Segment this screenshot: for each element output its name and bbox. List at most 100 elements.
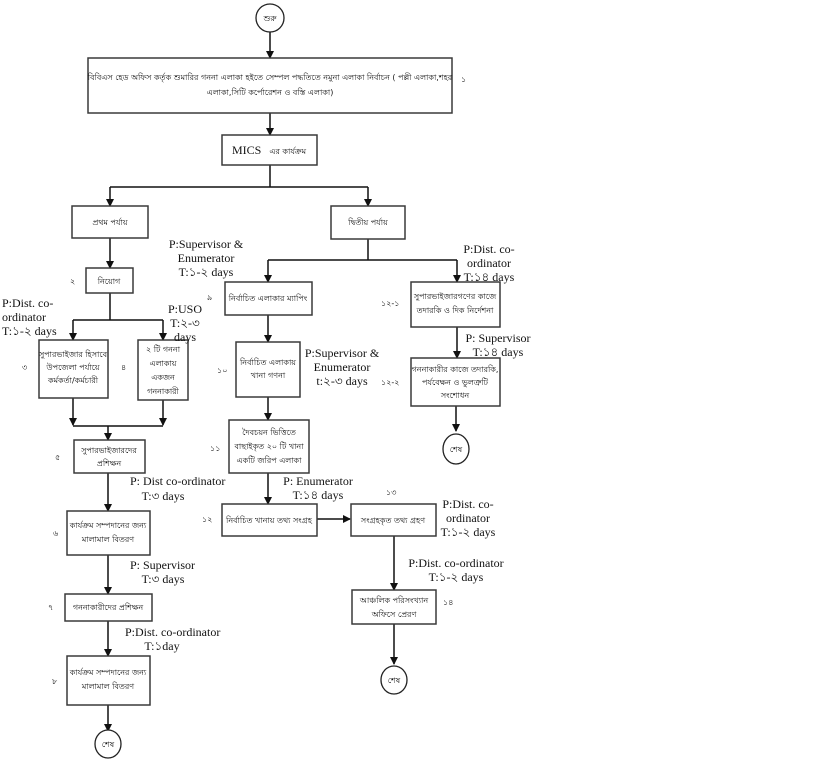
node-4-line-2: এলাকায়: [150, 359, 177, 368]
step-number-14: ১৪: [443, 598, 453, 607]
step-number-12: ১২: [202, 515, 212, 524]
mics-prefix: MICS: [232, 143, 261, 157]
node-data-receipt: সংগ্রহকৃত তথ্য গ্রহণ ১৩: [350, 488, 437, 537]
start-terminal: শুরু: [255, 3, 285, 33]
node-3-line-3: কর্মকর্তা/কর্মচারী: [47, 375, 99, 385]
node-enumerator-supervision: গননাকারীর কাজে তদারকি, পর্যবেক্ষন ও ভুলত…: [381, 357, 501, 407]
mics-suffix: এর কার্যক্রম: [269, 147, 306, 156]
note-line: P: Enumerator: [283, 474, 353, 488]
node-10-line-1: নির্বাচিত এলাকায়: [239, 358, 296, 367]
node-7-label: গননাকারীদের প্রশিক্ষন: [73, 602, 144, 612]
node-enumerator-per-area: ২ টি গননা এলাকায় একজন গননাকারী ৪: [121, 339, 189, 401]
phase-1-label: প্রথম পর্যায়: [92, 218, 127, 227]
node-material-distribution-2: কার্যক্রম সম্পদানের জন্য মালামাল বিতরণ ৮: [52, 655, 151, 706]
node-phase-2: দ্বিতীয় পর্যায়: [330, 205, 406, 240]
note-dist-coordinator-n8: P:Dist. co-ordinator T:১day: [125, 625, 220, 653]
step-number-1: ১: [461, 75, 466, 84]
note-supervisor-enumerator-mid: P:Supervisor & Enumerator t:২-৩ days: [305, 346, 380, 388]
note-enumerator: P: Enumerator T:১৪ days: [283, 474, 353, 502]
note-line: P:Dist. co-: [463, 242, 514, 256]
note-line: T:৩ days: [142, 572, 185, 586]
node-14-line-1: আঞ্চলিক পরিসংখ্যান: [359, 596, 428, 605]
step-number-5: ৫: [55, 453, 60, 462]
note-line: T:১৪ days: [293, 488, 344, 502]
step-number-6: ৬: [53, 529, 58, 538]
step-number-12-1: ১২-১: [381, 299, 399, 308]
note-line: P:Dist. co-ordinator: [125, 625, 220, 639]
node-11-line-2: বাছাইকৃত ২০ টি খানা: [233, 441, 304, 451]
note-uso: P:USO T:২-৩ days: [168, 302, 202, 344]
note-line: P:Dist. co-: [2, 296, 53, 310]
node-recruitment: নিয়োগ ২: [70, 267, 134, 294]
step-number-9: ৯: [207, 293, 212, 302]
step-number-13: ১৩: [386, 488, 396, 497]
node-3-line-1: সুপারভাইজার হিসাবে: [38, 350, 108, 359]
end-label-left: শেষ: [102, 740, 115, 749]
node-1-line-2: এলাকা,সিটি কর্পোরেশন ও বস্তি এলাকা): [207, 87, 334, 97]
step-number-12-2: ১২-২: [381, 378, 399, 387]
node-phase-1: প্রথম পর্যায়: [71, 205, 149, 239]
node-send-regional-office: আঞ্চলিক পরিসংখ্যান অফিসে প্রেরণ ১৪: [351, 589, 453, 625]
note-supervisor-right: P: Supervisor T:১৪ days: [465, 331, 530, 359]
node-2-label: নিয়োগ: [97, 277, 121, 286]
note-line: T:২-৩: [170, 316, 200, 330]
node-13-label: সংগ্রহকৃত তথ্য গ্রহণ: [360, 516, 425, 525]
note-line: P:Supervisor &: [169, 237, 244, 251]
node-4-line-4: গননাকারী: [147, 386, 179, 396]
note-line: P: Supervisor: [130, 558, 195, 572]
note-line: ordinator: [446, 511, 490, 525]
node-random-selection: দৈবচয়ন ভিত্তিতে বাছাইকৃত ২০ টি খানা একট…: [210, 419, 310, 474]
node-9-label: নির্বাচিত এলাকার ম্যাপিং: [228, 294, 308, 303]
node-12-label: নির্বাচিত খানায় তথ্য সংগ্রহ: [225, 516, 313, 525]
node-material-distribution-1: কার্যক্রম সম্পদানের জন্য মালামাল বিতরণ ৬: [53, 510, 151, 556]
node-3-line-2: উপজেলা পর্যায়ে: [45, 362, 99, 372]
node-12-1-line-1: সুপারভাইজারগণের কাজে: [413, 292, 497, 301]
note-line: Enumerator: [314, 360, 371, 374]
note-line: P:Dist. co-: [442, 497, 493, 511]
step-number-10: ১০: [217, 366, 227, 375]
note-line: T:১৪ days: [473, 345, 524, 359]
step-number-7: ৭: [48, 603, 53, 612]
note-line: P: Dist co-ordinator: [130, 474, 225, 488]
note-line: ordinator: [2, 310, 46, 324]
note-line: T:৩ days: [142, 489, 185, 503]
note-line: P: Supervisor: [465, 331, 530, 345]
note-dist-coordinator-left: P:Dist. co- ordinator T:১-২ days: [2, 296, 57, 338]
node-1-line-1: বিবিএস হেড অফিস কর্তৃক শুমারির গননা এলাক…: [87, 72, 453, 82]
node-supervisor-upazila: সুপারভাইজার হিসাবে উপজেলা পর্যায়ে কর্মক…: [22, 339, 109, 399]
node-6-line-1: কার্যক্রম সম্পদানের জন্য: [69, 521, 147, 530]
note-line: T:১-২ days: [179, 265, 234, 279]
note-dist-coordinator-n13: P:Dist. co- ordinator T:১-২ days: [441, 497, 496, 539]
node-4-line-3: একজন: [151, 373, 175, 382]
note-line: P:Supervisor &: [305, 346, 380, 360]
step-number-3: ৩: [22, 363, 27, 372]
node-supervisor-training: সুপারভাইজারদের প্রশিক্ষন ৫: [55, 439, 146, 474]
note-line: T:১৪ days: [464, 270, 515, 284]
note-line: T:১-২ days: [441, 525, 496, 539]
node-11-line-1: দৈবচয়ন ভিত্তিতে: [242, 428, 297, 437]
note-dist-coordinator-n5: P: Dist co-ordinator T:৩ days: [130, 474, 225, 503]
note-line: days: [174, 330, 196, 344]
mics-label: MICS এর কার্যক্রম: [232, 139, 307, 158]
node-5-line-2: প্রশিক্ষন: [97, 459, 121, 468]
step-number-4: ৪: [121, 363, 126, 372]
note-line: P:Dist. co-ordinator: [408, 556, 503, 570]
note-line: T:১day: [144, 639, 179, 653]
node-5-line-1: সুপারভাইজারদের: [80, 446, 137, 455]
note-line: Enumerator: [178, 251, 235, 265]
note-line: P:USO: [168, 302, 202, 316]
node-12-2-line-3: সংশোধন: [440, 391, 469, 400]
node-4-line-1: ২ টি গননা: [146, 344, 181, 354]
note-line: t:২-৩ days: [316, 374, 368, 388]
note-supervisor-enumerator-top: P:Supervisor & Enumerator T:১-২ days: [169, 237, 244, 279]
node-area-mapping: নির্বাচিত এলাকার ম্যাপিং ৯: [207, 281, 313, 316]
end-terminal-left: শেষ: [94, 729, 122, 759]
node-mics-activities: MICS এর কার্যক্রম: [221, 134, 318, 166]
node-10-line-2: খানা গণনা: [251, 371, 286, 380]
node-14-line-2: অফিসে প্রেরণ: [371, 610, 417, 619]
node-household-listing: নির্বাচিত এলাকায় খানা গণনা ১০: [217, 341, 301, 398]
end-label-middle: শেষ: [388, 676, 401, 685]
end-terminal-right: শেষ: [442, 433, 470, 465]
node-11-line-3: একটি জরিপ এলাকা: [237, 455, 303, 465]
